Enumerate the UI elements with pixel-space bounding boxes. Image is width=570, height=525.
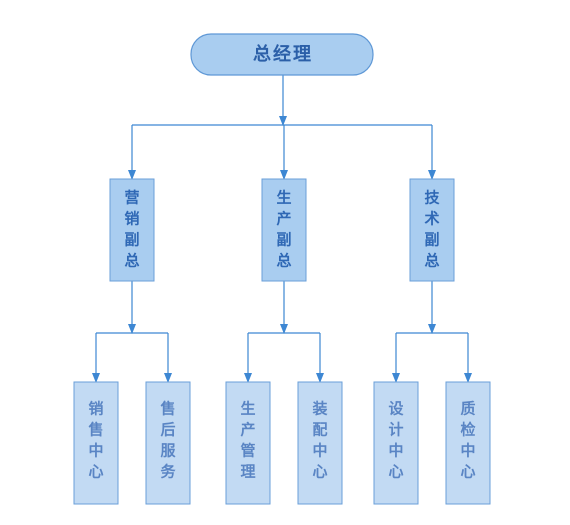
department-box [73, 381, 119, 505]
department-label: 设 [388, 400, 403, 418]
manager-label: 销 [124, 210, 139, 228]
manager-label: 营 [124, 189, 139, 207]
department-box [297, 381, 343, 505]
department-label: 中 [388, 442, 403, 460]
department-label: 装 [311, 400, 328, 418]
connectors [92, 75, 472, 383]
department-label: 计 [388, 421, 403, 439]
department-label: 中 [88, 442, 103, 460]
manager-label: 技 [424, 189, 440, 207]
manager-label: 副 [424, 231, 439, 249]
department-label: 产 [240, 421, 255, 439]
department-label: 务 [160, 463, 176, 481]
department-label: 心 [312, 463, 327, 481]
root-box [190, 33, 374, 76]
manager-label: 总 [124, 252, 139, 270]
department-box [373, 381, 419, 505]
manager-label: 生 [276, 189, 291, 207]
department-label: 中 [460, 442, 475, 460]
department-label: 理 [240, 463, 255, 481]
manager-label: 产 [276, 210, 291, 228]
department-label: 售 [88, 421, 103, 439]
manager-label: 总 [424, 252, 439, 270]
root-label: 总经理 [253, 43, 313, 65]
department-label: 检 [460, 421, 475, 439]
department-box [445, 381, 491, 505]
manager-box [409, 178, 455, 282]
department-label: 销 [88, 400, 103, 418]
manager-label: 副 [276, 231, 291, 249]
department-box [145, 381, 191, 505]
department-label: 生 [240, 400, 255, 418]
department-label: 心 [460, 463, 475, 481]
department-label: 质 [460, 400, 475, 418]
manager-label: 总 [276, 252, 291, 270]
department-label: 管 [240, 442, 255, 460]
department-label: 售 [160, 400, 175, 418]
manager-label: 副 [124, 231, 139, 249]
manager-box [109, 178, 155, 282]
department-label: 心 [88, 463, 103, 481]
department-label: 服 [160, 442, 176, 460]
department-label: 后 [160, 421, 175, 439]
department-box [225, 381, 271, 505]
manager-label: 术 [424, 210, 439, 228]
department-label: 心 [388, 463, 403, 481]
department-label: 配 [312, 421, 327, 439]
department-label: 中 [312, 442, 327, 460]
root-node: 总经理 [190, 33, 374, 76]
manager-box [261, 178, 307, 282]
